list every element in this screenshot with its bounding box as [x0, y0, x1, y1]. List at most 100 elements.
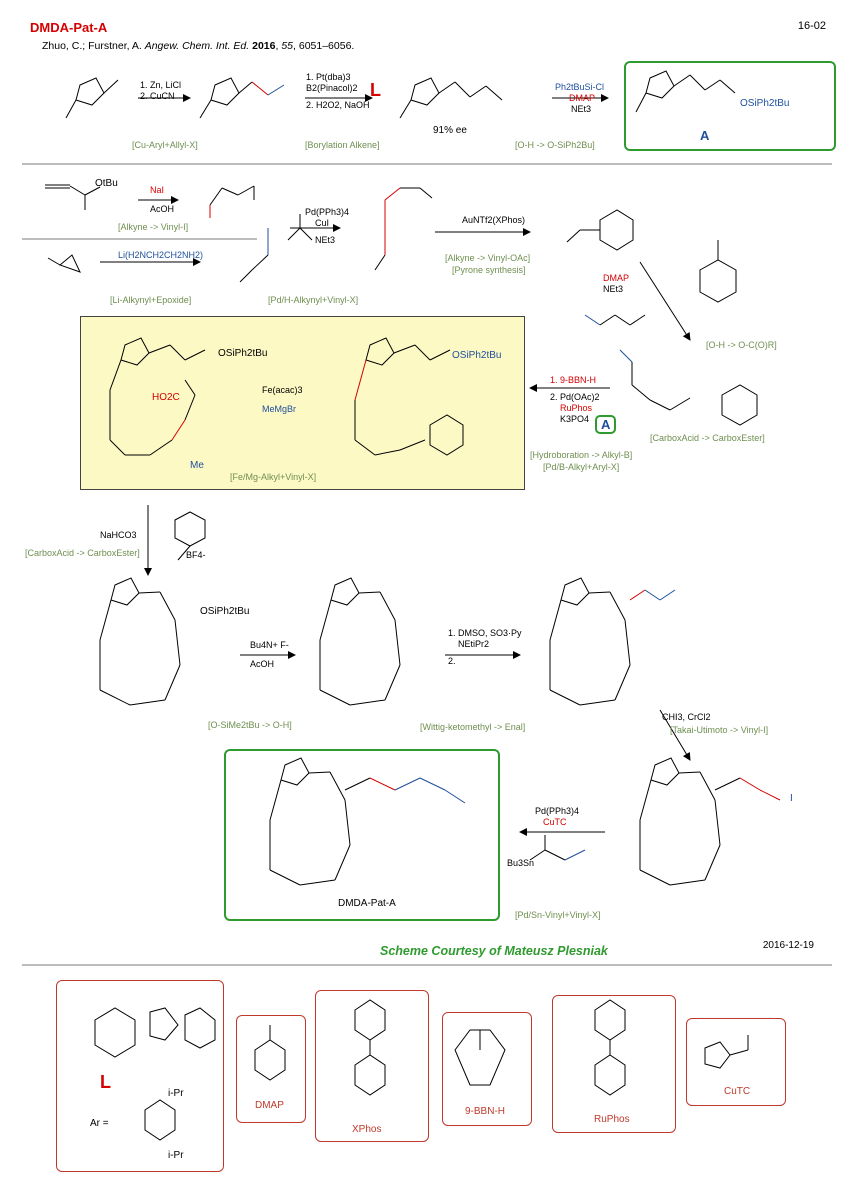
citation-journal: Angew. Chem. Int. Ed.	[144, 40, 250, 52]
vinyliodide-ester-structure	[209, 185, 255, 218]
product-A-label: A	[700, 128, 710, 143]
pd-conditions: Pd(PPh3)4 CuI NEt3	[305, 207, 350, 245]
reagent-xphos-label: XPhos	[352, 1124, 382, 1135]
methyl-label: Me	[190, 460, 204, 471]
pyrone-ester-silyl: OSiPh2tBu	[452, 350, 502, 361]
macrolactone-tbs-structure	[99, 577, 181, 706]
bbn-structure	[454, 1029, 506, 1086]
catalyst-A-badge: A	[595, 415, 617, 434]
section-divider-3	[22, 964, 832, 966]
pyrone-structure	[566, 209, 634, 251]
bbn-tag-2: [Pd/B-Alkyl+Aryl-X]	[543, 462, 620, 472]
li-conditions: Li(H2NCH2CH2NH2)	[118, 250, 204, 260]
cutc-structure	[704, 1035, 749, 1069]
step1-conditions: 1. Zn, LiCl 2. CuCN	[140, 80, 182, 101]
courtesy-note: Scheme Courtesy of Mateusz Plesniak	[380, 944, 608, 958]
epoxide-structure	[47, 254, 81, 273]
acid-label: HO2C	[152, 392, 180, 403]
seco-acid-silyl: OSiPh2tBu	[218, 348, 268, 359]
stille-conditions: Pd(PPh3)4 CuTC	[535, 806, 580, 827]
reagent-bbn-label: 9-BBN-H	[465, 1106, 506, 1117]
bbn-tag-1: [Hydroboration -> Alkyl-B]	[530, 450, 633, 460]
fe-conditions: Fe(acac)3 MeMgBr	[262, 385, 303, 414]
citation: Zhuo, C.; Furstner, A. Angew. Chem. Int.…	[42, 40, 355, 52]
ligand-L-structure	[94, 1007, 216, 1141]
citation-pages: 6051–6056.	[298, 40, 355, 52]
pyrone-pentenoate-structure	[619, 349, 758, 426]
tbaf-tag: [O-SiMe2tBu -> O-H]	[208, 720, 292, 730]
silylether-A-structure	[635, 70, 736, 113]
step3-conditions: Ph2tBuSi-Cl DMAP NEt3	[555, 82, 605, 114]
pentenoic-acid-structure	[584, 314, 646, 326]
ligand-L-label: L	[370, 80, 381, 100]
li-tag: [Li-Alkynyl+Epoxide]	[110, 295, 192, 305]
step3-tag: [O-H -> O-SiPh2Bu]	[515, 140, 595, 150]
ester-conditions: DMAP NEt3	[603, 273, 630, 294]
reagent-box-L	[56, 980, 224, 1172]
reagent-box-dmap	[236, 1015, 306, 1123]
acid-ester-tag: [CarboxAcid -> CarboxEster]	[650, 433, 765, 443]
macrolactone-enal-structure	[549, 577, 676, 706]
product-A-box	[624, 61, 836, 151]
takai-tag: [Takai-Utimoto -> Vinyl-I]	[670, 725, 769, 735]
reagent-L-label: L	[100, 1072, 111, 1092]
reagent-box-ruphos	[552, 995, 676, 1133]
nai-tag: [Alkyne -> Vinyl-I]	[118, 222, 189, 232]
trichlorobenzoyl-chloride-structure	[699, 240, 737, 303]
tbu-propiolate-structure	[45, 184, 101, 210]
key-intermediate-panel	[80, 316, 525, 490]
page-number: 16-02	[797, 20, 826, 32]
reagent-L-ipr-2: i-Pr	[168, 1150, 184, 1161]
propiolate-ester-label: OtBu	[95, 178, 118, 189]
counterion-label: BF4-	[186, 550, 206, 560]
dmap-structure	[254, 1025, 286, 1081]
reagent-L-ipr-1: i-Pr	[168, 1088, 184, 1099]
reagent-L-ar: Ar =	[90, 1118, 109, 1129]
takai-conditions: CHI3, CrCl2	[662, 712, 711, 722]
page-title: DMDA-Pat-A	[30, 20, 108, 35]
bbn-conditions: 1. 9-BBN-H 2. Pd(OAc)2 RuPhos K3PO4	[550, 375, 600, 424]
stannane-label: Bu3Sn	[507, 858, 535, 868]
dmda-pat-a-structure	[269, 757, 466, 886]
au-conditions: AuNTf2(XPhos)	[462, 215, 526, 225]
citation-year: 2016	[252, 40, 276, 52]
ester-tag: [O-H -> O-C(O)R]	[706, 340, 777, 350]
fe-tag: [Fe/Mg-Alkyl+Vinyl-X]	[230, 472, 317, 482]
au-tag-1: [Alkyne -> Vinyl-OAc]	[445, 253, 531, 263]
allylthiazole-structure	[199, 77, 285, 119]
macrolactone-alcohol-structure	[319, 577, 401, 706]
macrolactone-tbs-silyl: OSiPh2tBu	[200, 606, 250, 617]
dibromothiazole-structure	[65, 77, 119, 119]
step2-conditions: 1. Pt(dba)3 B2(Pinacol)2 2. H2O2, NaOH	[306, 72, 370, 110]
step2-tag: [Borylation Alkene]	[305, 140, 380, 150]
step1-tag: [Cu-Aryl+Allyl-X]	[132, 140, 198, 150]
diol-structure	[399, 77, 503, 119]
stannane-structure	[529, 835, 586, 861]
ruphos-structure	[594, 999, 626, 1096]
nai-conditions: NaI AcOH	[150, 185, 175, 214]
section-divider-1	[22, 163, 832, 165]
bromopyridinium-structure	[174, 511, 206, 561]
reagent-box-bbn	[442, 1012, 532, 1126]
enyne-ester-structure	[374, 187, 433, 271]
reagent-box-cutc	[686, 1018, 786, 1106]
macro-tag: [CarboxAcid -> CarboxEster]	[25, 548, 140, 558]
arrow-takai	[659, 709, 691, 761]
arrow-ester-diag	[639, 261, 691, 341]
reagent-box-xphos	[315, 990, 429, 1142]
butynol-structure	[239, 228, 269, 283]
tbaf-conditions: Bu4N+ F- AcOH	[250, 640, 289, 669]
reagent-ruphos-label: RuPhos	[594, 1114, 630, 1125]
section-divider-2	[22, 238, 257, 240]
macro-conditions: NaHCO3	[100, 530, 137, 540]
pd-tag: [Pd/H-Alkynyl+Vinyl-X]	[268, 295, 359, 305]
product-A-group: OSiPh2tBu	[740, 98, 790, 109]
scheme-date: 2016-12-19	[762, 940, 814, 951]
swern-tag: [Wittig-ketomethyl -> Enal]	[420, 722, 526, 732]
stille-tag: [Pd/Sn-Vinyl+Vinyl-X]	[515, 910, 601, 920]
citation-volume: 55	[281, 40, 294, 52]
citation-authors: Zhuo, C.; Furstner, A.	[42, 40, 142, 52]
reagent-cutc-label: CuTC	[724, 1086, 751, 1097]
swern-conditions: 1. DMSO, SO3·Py NEtiPr2 2.	[448, 628, 522, 666]
